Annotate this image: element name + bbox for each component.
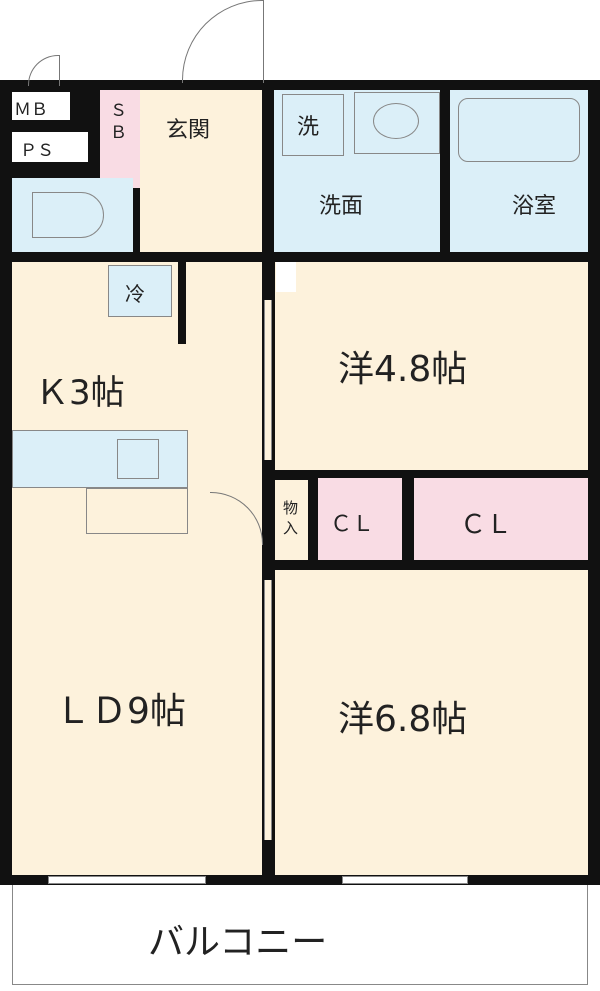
- washroom-label: 洗面: [319, 194, 364, 219]
- window-room-2: [342, 876, 468, 884]
- ps-label: ＰＳ: [20, 141, 54, 161]
- closet-1-label: ＣＬ: [330, 512, 375, 537]
- fridge-space: 冷: [108, 265, 172, 317]
- toilet: [12, 178, 133, 252]
- bath-label: 浴室: [512, 194, 557, 219]
- washer-space: 洗: [282, 94, 344, 156]
- mb-door[interactable]: [28, 55, 60, 86]
- hallway: [140, 190, 262, 252]
- mb-label: ＭＢ: [14, 100, 48, 120]
- entrance-label: 玄関: [166, 118, 211, 143]
- balcony: バルコニー: [12, 885, 588, 985]
- shoe-box: Ｓ Ｂ: [100, 90, 140, 188]
- kitchen-sink-icon: [117, 439, 159, 479]
- kitchen-living-dining: [12, 262, 262, 875]
- closet-2: ＣＬ: [414, 478, 588, 560]
- closet-1: ＣＬ: [318, 478, 402, 560]
- storage-label: 物 入: [283, 499, 299, 537]
- kitchen-partition: [178, 262, 186, 344]
- entrance: 玄関: [140, 90, 262, 190]
- living-dining-label: ＬＤ9帖: [55, 691, 186, 732]
- window-ld: [48, 876, 206, 884]
- ps-box: ＰＳ: [12, 132, 88, 162]
- western-room-1-label: 洋4.8帖: [338, 349, 468, 390]
- pipe-shaft: [276, 262, 296, 292]
- sink: [354, 92, 440, 154]
- washroom: 洗 洗面: [274, 90, 440, 252]
- fridge-label: 冷: [125, 282, 145, 306]
- balcony-label: バルコニー: [148, 922, 328, 963]
- front-door[interactable]: [182, 0, 264, 83]
- western-room-1: [275, 262, 588, 470]
- counter-extension: [86, 488, 188, 534]
- sb-label: Ｓ Ｂ: [110, 101, 127, 143]
- washer-label: 洗: [297, 115, 320, 140]
- bathtub-icon: [458, 98, 580, 162]
- kitchen-label: Ｋ3帖: [35, 373, 125, 413]
- storage: 物 入: [275, 480, 308, 560]
- closet-2-label: ＣＬ: [460, 510, 513, 540]
- kitchen-counter: [12, 430, 188, 488]
- bathroom: 浴室: [450, 90, 588, 252]
- mb-box: ＭＢ: [12, 92, 70, 120]
- sliding-door-2[interactable]: [264, 580, 272, 840]
- sink-bowl-icon: [373, 103, 419, 139]
- toilet-icon: [32, 192, 104, 238]
- sliding-door-1[interactable]: [264, 300, 272, 460]
- western-room-2: [275, 570, 588, 875]
- western-room-2-label: 洋6.8帖: [338, 699, 468, 740]
